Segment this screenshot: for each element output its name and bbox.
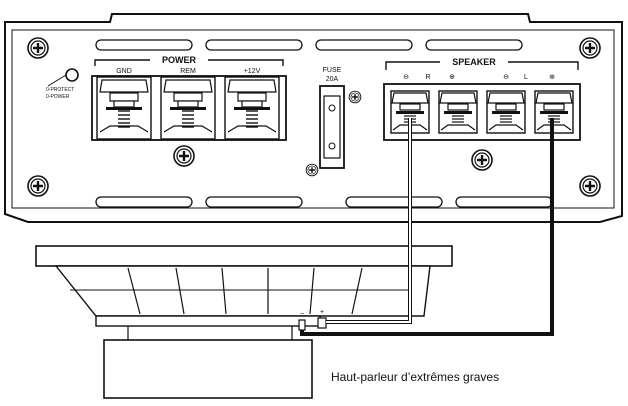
power-terminal-label: REM bbox=[180, 68, 196, 75]
speaker-group-label: SPEAKER bbox=[452, 57, 496, 67]
subwoofer-gasket bbox=[95, 315, 321, 327]
speaker-terminal-block bbox=[438, 90, 478, 134]
fuse-rating: 20A bbox=[326, 76, 339, 83]
power-terminal-block bbox=[160, 76, 216, 140]
speaker-caption: Haut-parleur d’extrêmes graves bbox=[331, 370, 499, 384]
speaker-symbol-label: L bbox=[524, 74, 528, 81]
speaker-symbol-label: ⊖ bbox=[403, 74, 409, 81]
screw-icon bbox=[27, 175, 49, 197]
speaker-terminal-plus-label: + bbox=[320, 309, 324, 316]
power-group: POWER GND REM +12V bbox=[91, 55, 287, 141]
subwoofer-basket bbox=[54, 265, 431, 317]
fuse-label: FUSE bbox=[323, 67, 342, 74]
wire-dark bbox=[300, 118, 554, 336]
speaker-terminal-block bbox=[486, 90, 526, 134]
screw-icon bbox=[173, 145, 195, 167]
led-label-protect: 0-PROTECT bbox=[46, 87, 74, 93]
subwoofer-top-plate bbox=[35, 245, 453, 267]
speaker-symbol-label: ⊖ bbox=[503, 74, 509, 81]
power-terminal-label: GND bbox=[116, 68, 132, 75]
top-vent-slots bbox=[95, 39, 523, 51]
led-label-power: 0-POWER bbox=[46, 94, 70, 100]
power-terminal-block bbox=[224, 76, 280, 140]
speaker-terminal-negative bbox=[298, 319, 306, 331]
screw-icon bbox=[579, 175, 601, 197]
speaker-symbol-label: ⊕ bbox=[549, 74, 555, 81]
power-terminal-block bbox=[96, 76, 152, 140]
power-group-label: POWER bbox=[162, 55, 197, 65]
bottom-vent-slots bbox=[95, 196, 553, 208]
speaker-symbol-label: ⊕ bbox=[449, 74, 455, 81]
speaker-symbol-label: R bbox=[425, 74, 430, 81]
screw-icon bbox=[305, 163, 319, 177]
amplifier-outline bbox=[4, 13, 623, 223]
screw-icon bbox=[348, 90, 362, 104]
wiring bbox=[300, 118, 554, 336]
subwoofer: − + bbox=[35, 245, 453, 399]
fuse: FUSE 20A bbox=[305, 67, 362, 177]
screw-icon bbox=[471, 149, 493, 171]
amplifier: 0-PROTECT 0-POWER POWER GND REM +12V FUS… bbox=[4, 13, 623, 223]
wire-light bbox=[326, 118, 411, 323]
power-terminal-label: +12V bbox=[244, 68, 261, 75]
speaker-terminal-positive bbox=[317, 317, 327, 329]
led-indicator: 0-PROTECT 0-POWER bbox=[46, 68, 79, 100]
screw-icon bbox=[579, 37, 601, 59]
screw-icon bbox=[27, 37, 49, 59]
subwoofer-magnet bbox=[103, 339, 313, 399]
speaker-output-group: SPEAKER ⊖ R ⊕ ⊖ L ⊕ bbox=[383, 57, 581, 141]
speaker-terminal-minus-label: − bbox=[300, 311, 304, 318]
